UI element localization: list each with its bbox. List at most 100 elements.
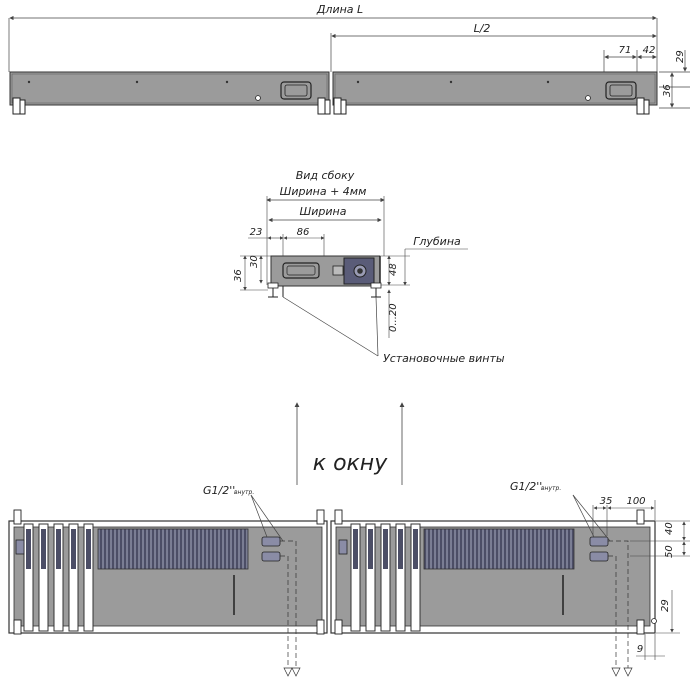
foot-right-a	[333, 97, 342, 115]
side-view: Вид сбоку Ширина + 4мм Ширина 23 86 36 3…	[233, 169, 505, 365]
width-plus-label: Ширина + 4мм	[280, 185, 367, 198]
left-pipe-sub: внутр.	[234, 489, 254, 496]
bottom-foot	[334, 619, 343, 635]
pipe-right-1	[589, 536, 609, 547]
dim-35: 35	[600, 496, 613, 507]
dim-40: 40	[664, 522, 675, 535]
bottom-foot	[334, 509, 343, 525]
side-foot-r	[370, 282, 382, 289]
grille-bar	[83, 523, 94, 632]
leader-pipe-left-1	[250, 494, 268, 538]
leader-pipe-left-2	[250, 494, 284, 542]
side-handle	[282, 262, 320, 279]
width-label: Ширина	[300, 205, 347, 218]
grille-fin	[413, 529, 418, 569]
grille-fin	[26, 529, 31, 569]
side-foot-l	[267, 282, 279, 289]
grille-right	[350, 523, 421, 632]
depth-label: Глубина	[413, 235, 461, 248]
grille-fin	[353, 529, 358, 569]
side-handle-inner	[286, 265, 316, 276]
grille-fin	[41, 529, 46, 569]
body-left-inner	[11, 73, 328, 104]
leader-screw-r	[375, 296, 379, 357]
dot-6	[356, 80, 360, 84]
bottom-foot	[316, 509, 325, 525]
dim-42: 42	[643, 45, 656, 56]
bottom-foot	[636, 619, 645, 635]
grille-bar	[395, 523, 406, 632]
dot-1	[135, 80, 139, 84]
grille-bar	[38, 523, 49, 632]
grille-fin	[368, 529, 373, 569]
handle-left	[280, 81, 312, 100]
foot-right-c	[636, 97, 645, 115]
bottom-foot	[636, 509, 645, 525]
dim-9: 9	[637, 644, 643, 655]
body-right-inner	[334, 73, 656, 104]
foot-left-c	[317, 97, 326, 115]
dim-48: 48	[388, 263, 399, 276]
foot-right-b	[340, 99, 347, 115]
grille-fin	[56, 529, 61, 569]
grille-fin	[71, 529, 76, 569]
dim-86: 86	[297, 227, 310, 238]
grille-fin	[383, 529, 388, 569]
heat-exchanger-left	[97, 528, 249, 570]
dim-100: 100	[626, 496, 645, 507]
body-right-half	[332, 71, 658, 106]
dim-29-bottom: 29	[660, 599, 671, 612]
right-end-cap	[338, 539, 348, 555]
leader-pipe-right-1	[572, 494, 595, 538]
side-view-title: Вид сбоку	[296, 169, 355, 182]
grille-bar	[380, 523, 391, 632]
pipe-right-2	[589, 551, 609, 562]
dim-36: 36	[662, 84, 673, 97]
grille-bar	[68, 523, 79, 632]
pipe-left-path-1	[280, 540, 297, 668]
heat-exchanger-right	[423, 528, 575, 570]
leader-screw-l	[282, 296, 379, 357]
grille-bar	[410, 523, 421, 632]
dim-71: 71	[619, 45, 632, 56]
grille-bar	[350, 523, 361, 632]
dim-30: 30	[249, 255, 260, 268]
dim-36-side: 36	[233, 269, 244, 282]
foot-right-d	[643, 99, 650, 115]
foot-left-d	[324, 99, 331, 115]
grille-bar	[53, 523, 64, 632]
body-left-half	[9, 71, 330, 106]
window-label: к окну	[313, 451, 388, 476]
side-pipe-hole	[357, 268, 363, 274]
dim-23: 23	[250, 227, 263, 238]
right-pipe-label: G1/2''	[510, 480, 542, 493]
grille-fin	[86, 529, 91, 569]
dot-4	[449, 80, 453, 84]
pipe-right-path-1	[608, 540, 629, 668]
arrow-down-left-1	[283, 667, 293, 677]
handle-right-inner	[609, 84, 633, 97]
dim-half-length: L/2	[474, 22, 491, 35]
hole-left	[255, 95, 261, 101]
left-pipe-label: G1/2''	[203, 484, 235, 497]
bottom-view: G1/2'' внутр.	[8, 480, 690, 677]
arrow-down-right-1	[611, 667, 621, 677]
grille-left	[23, 523, 94, 632]
foot-left-a	[12, 97, 21, 115]
screws-label: Установочные винты	[383, 352, 505, 365]
foot-left-b	[19, 99, 26, 115]
grille-fin	[398, 529, 403, 569]
dot-2	[225, 80, 229, 84]
leader-pipe-right-2	[572, 494, 611, 542]
hole-right	[585, 95, 591, 101]
handle-left-inner	[284, 84, 308, 97]
bottom-foot	[316, 619, 325, 635]
arrow-down-right-2	[623, 667, 633, 677]
arrow-down-left-2	[291, 667, 301, 677]
pipe-left-2	[261, 551, 281, 562]
pipe-right-path-2	[608, 555, 617, 668]
dim-total-length: Длина L	[316, 3, 363, 16]
handle-right	[605, 81, 637, 100]
